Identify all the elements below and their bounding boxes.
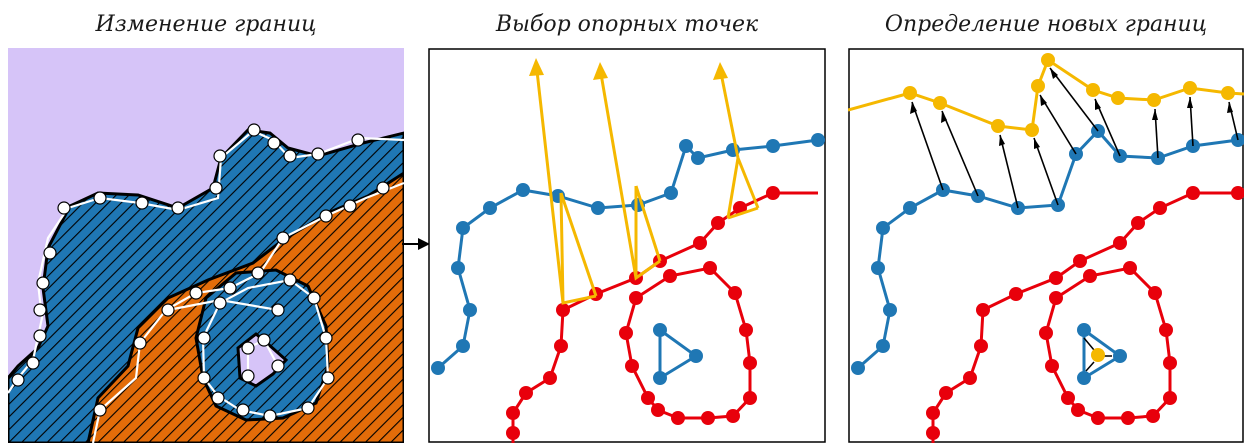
- boundary-change-image: [8, 48, 404, 443]
- gold-center-point: [1091, 348, 1105, 362]
- red-boundary: [506, 186, 818, 443]
- blue-triangle: [653, 323, 703, 385]
- gold-anchor-arrows: [534, 61, 760, 305]
- panel-anchor-selection: [428, 48, 826, 443]
- gold-new-boundary: [848, 53, 1244, 137]
- title-anchor-selection: Выбор опорных точек: [495, 12, 759, 37]
- right-arrow-icon: [402, 238, 430, 250]
- black-arrowheads: [910, 68, 1233, 149]
- title-new-boundaries: Определение новых границ: [884, 12, 1208, 37]
- white-boundary-points: [11, 123, 390, 423]
- panel-frame: [848, 48, 1244, 443]
- panel-frame: [428, 48, 826, 443]
- gold-arrowheads: [529, 58, 728, 80]
- panel-boundary-change: [8, 48, 404, 443]
- blue-boundary: [431, 133, 825, 375]
- panel-new-boundaries: [848, 48, 1244, 443]
- red-boundary: [926, 186, 1244, 443]
- title-boundary-change: Изменение границ: [95, 12, 317, 37]
- new-boundaries-diagram: [848, 48, 1244, 443]
- blue-triangle: [1077, 323, 1127, 385]
- black-displacement-arrows: [911, 67, 1239, 209]
- anchor-selection-diagram: [428, 48, 826, 443]
